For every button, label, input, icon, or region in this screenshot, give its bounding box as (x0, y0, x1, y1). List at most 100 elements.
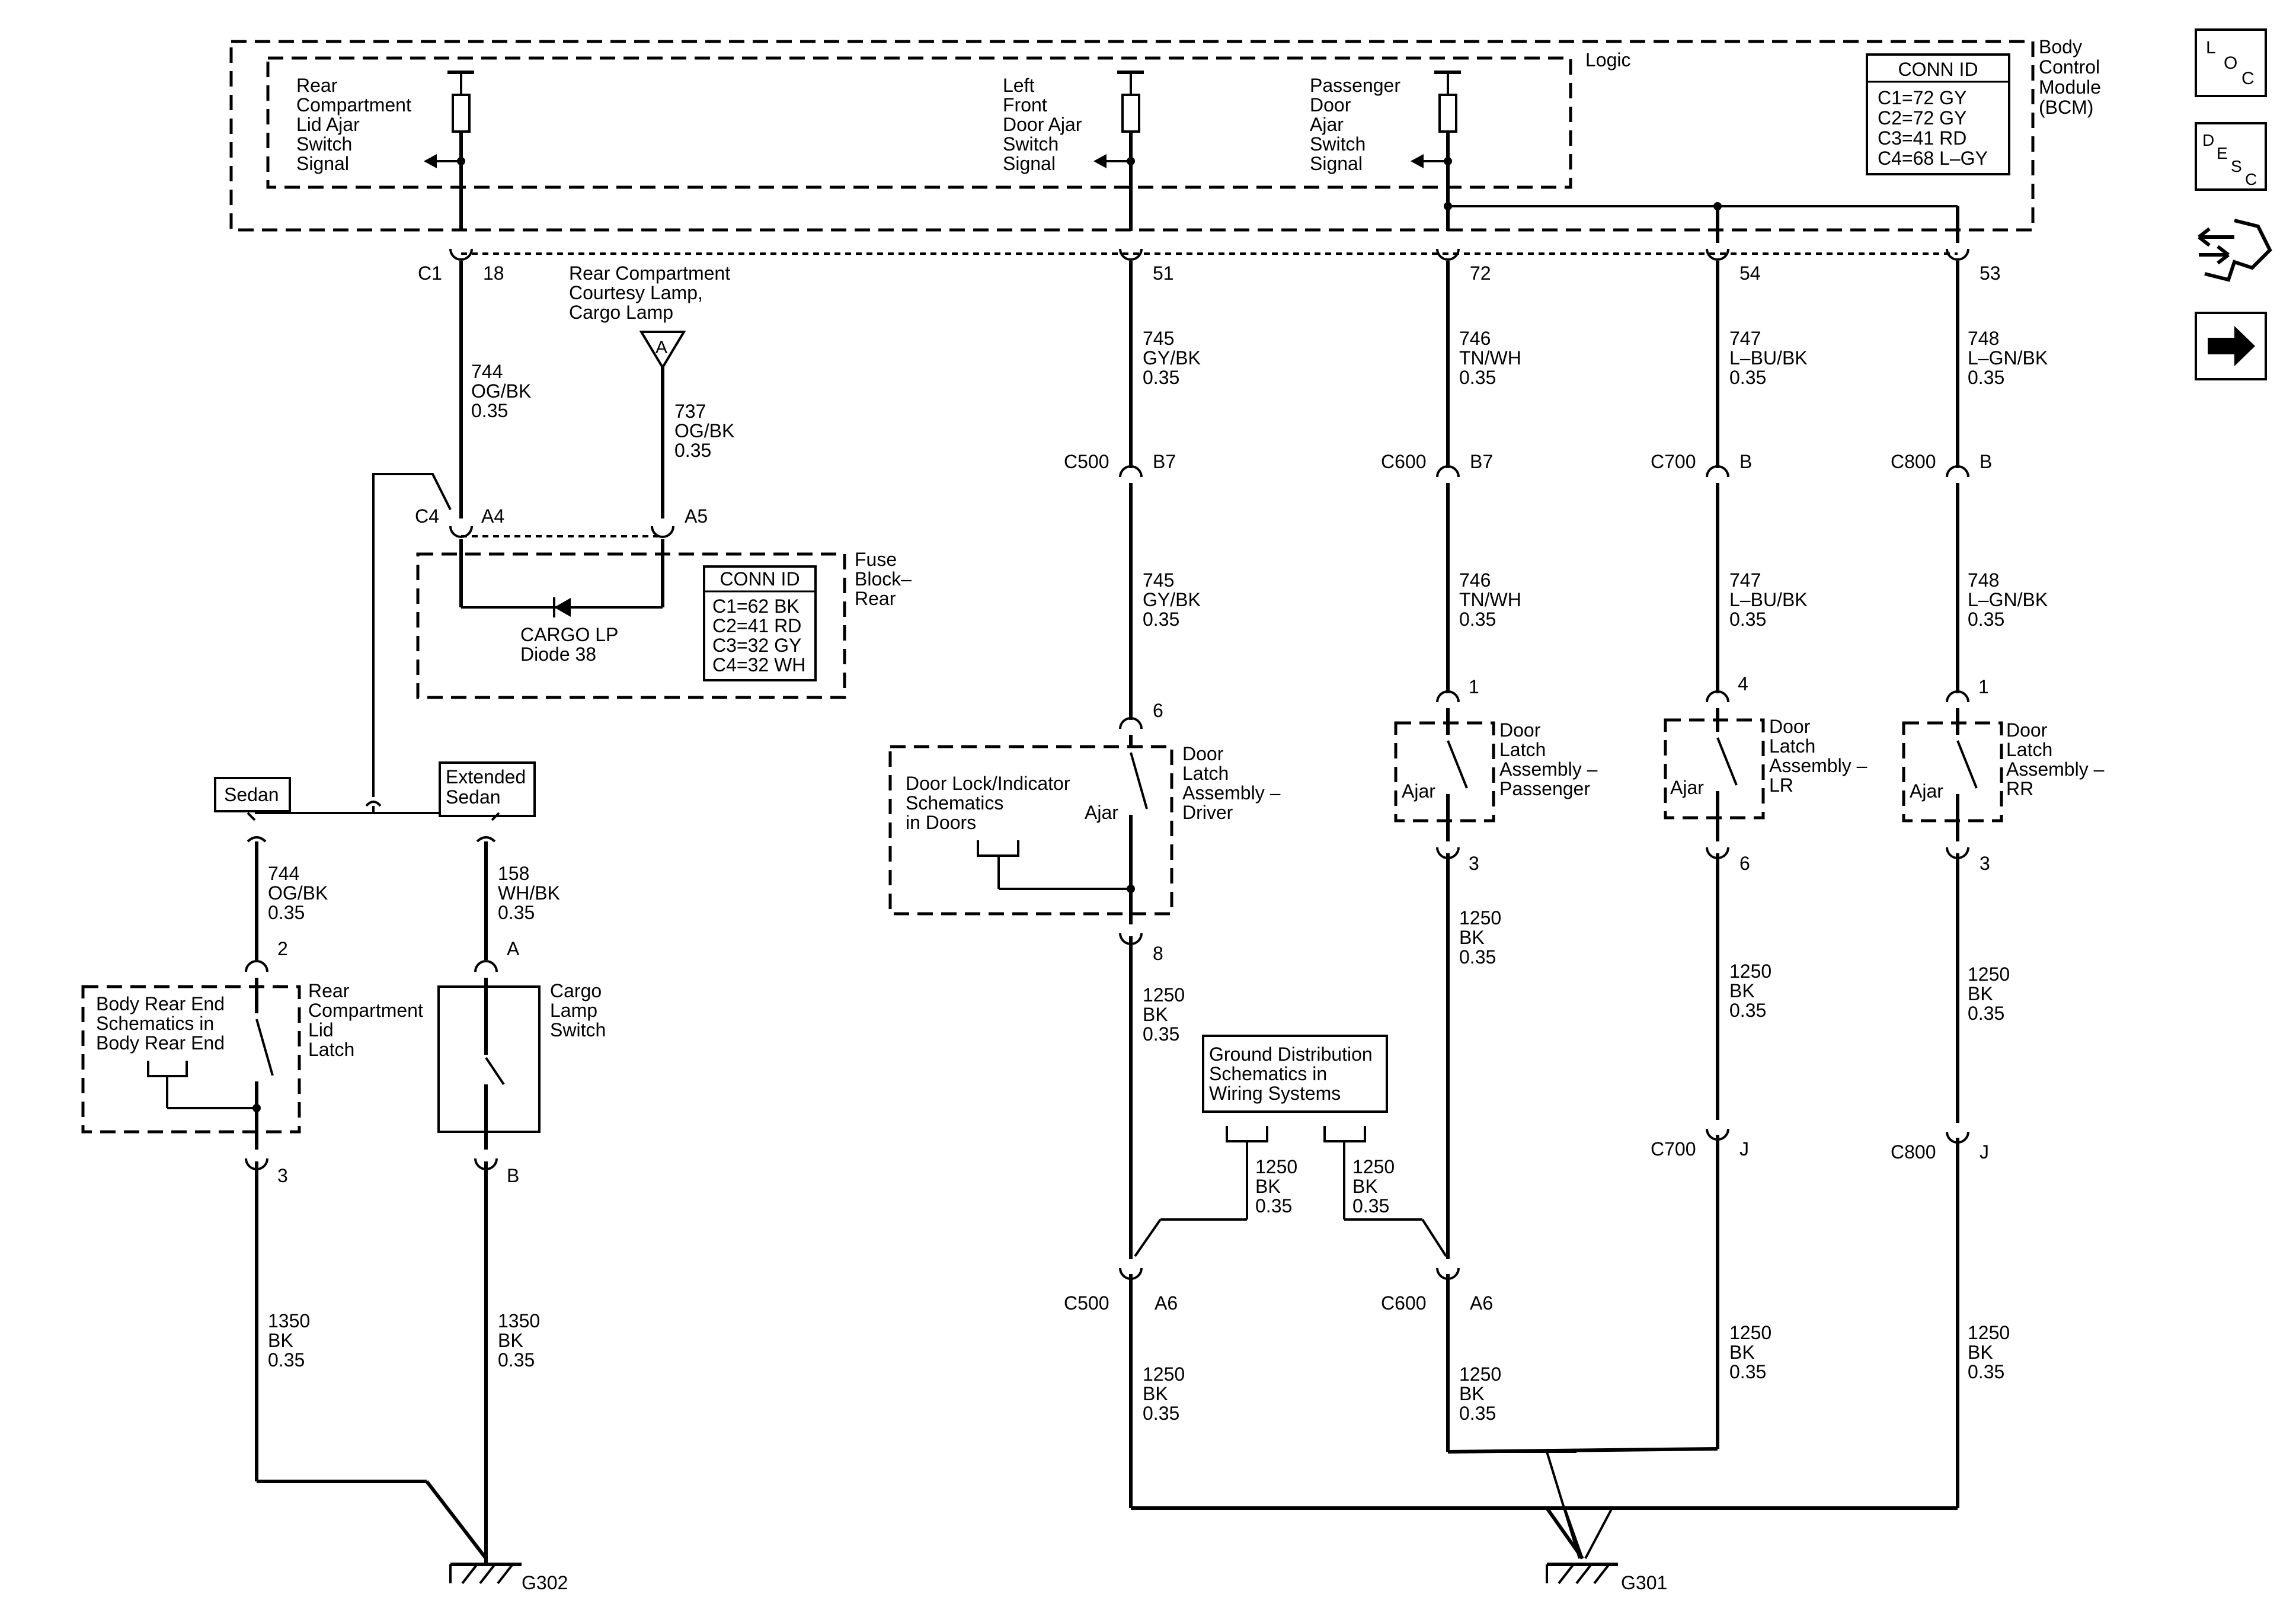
pin-b-c700: B (1739, 451, 1752, 472)
pin-51: 51 (1153, 263, 1174, 284)
wire-1250-lr2: 1250 BK 0.35 (1729, 1322, 1777, 1382)
pin-53: 53 (1980, 263, 2001, 284)
rear-latch-label: Rear Compartment Lid Latch (308, 980, 428, 1060)
c1-label: C1 (418, 263, 442, 284)
wire-1250-c500: 1250 BK 0.35 (1143, 1363, 1190, 1424)
wire-1250-rr: 1250 BK 0.35 (1968, 964, 2015, 1024)
pin-j-c800: J (1980, 1141, 1989, 1163)
c500-b7-label: C500 (1064, 451, 1109, 472)
lamp-label: Rear Compartment Courtesy Lamp, Cargo La… (569, 263, 736, 323)
pin-a4: A4 (481, 505, 504, 527)
c800-b-label: C800 (1891, 451, 1936, 472)
pin-18: 18 (483, 263, 504, 284)
ground-g302: G302 (522, 1572, 568, 1593)
sedan-option (214, 777, 291, 812)
driver-latch-label: Door Latch Assembly – Driver (1182, 743, 1285, 823)
cargo-lp-diode (554, 598, 571, 617)
wire-744-top: 744 OG/BK 0.35 (471, 361, 536, 421)
wire-747-top: 747 L–BU/BK 0.35 (1729, 328, 1813, 388)
passenger-latch-box (1394, 721, 1495, 822)
rear-lid-signal-label: Rear Compartment Lid Ajar Switch Signal (296, 75, 417, 174)
desc-icon[interactable]: D E S C (2195, 122, 2267, 191)
svg-text:C: C (2245, 170, 2257, 188)
c600-a6-label: C600 (1381, 1292, 1427, 1314)
body-rear-end-box (81, 985, 301, 1134)
wire-748-mid: 748 L–GN/BK 0.35 (1968, 569, 2053, 630)
pass-latch-label: Door Latch Assembly – Passenger (1499, 719, 1603, 799)
wire-747-mid: 747 L–BU/BK 0.35 (1729, 569, 1813, 630)
wire-745-top: 745 GY/BK 0.35 (1143, 328, 1206, 388)
ground-g302-symbol (449, 1563, 522, 1585)
c4-label: C4 (415, 505, 439, 527)
passenger-signal-label: Passenger Door Ajar Switch Signal (1310, 75, 1406, 174)
wire-737: 737 OG/BK 0.35 (674, 401, 740, 461)
c700-j-label: C700 (1651, 1138, 1696, 1160)
wire-1250-gd1: 1250 BK 0.35 (1255, 1156, 1303, 1217)
ground-g301-symbol (1546, 1563, 1618, 1585)
driver-latch-box (888, 745, 1173, 916)
ajar-rr: Ajar (1910, 780, 1943, 802)
wire-1250-c600: 1250 BK 0.35 (1459, 1363, 1507, 1424)
bcm-conn-id-title: CONN ID (1898, 59, 1978, 80)
svg-text:O: O (2224, 53, 2237, 73)
svg-text:C: C (2241, 69, 2255, 88)
door-lock-ref: Door Lock/Indicator Schematics in Doors (906, 773, 1075, 833)
body-rear-ref: Body Rear End Schematics in Body Rear En… (96, 993, 230, 1054)
pin-2: 2 (277, 938, 288, 959)
pin-8: 8 (1153, 943, 1163, 964)
rr-latch-label: Door Latch Assembly – RR (2006, 719, 2109, 799)
lamp-reference-triangle (639, 331, 686, 370)
left-front-signal-label: Left Front Door Ajar Switch Signal (1003, 75, 1087, 174)
pin-b: B (507, 1165, 519, 1186)
svg-text:D: D (2202, 131, 2214, 149)
rear-latch-switch (147, 978, 274, 1150)
wire-1250-passenger: 1250 BK 0.35 (1459, 907, 1507, 968)
pin-a: A (507, 938, 520, 959)
sedan-label: Sedan (224, 784, 279, 805)
cargo-lamp-switch (437, 985, 541, 1133)
wire-1250-lr: 1250 BK 0.35 (1729, 961, 1777, 1021)
pin-1-rr: 1 (1978, 676, 1989, 697)
pin-54: 54 (1739, 263, 1761, 284)
pin-4-lr: 4 (1738, 673, 1748, 694)
extended-sedan-option (439, 761, 536, 817)
pin-a6-c600: A6 (1470, 1292, 1493, 1314)
pin-72: 72 (1470, 263, 1491, 284)
connector-icon[interactable] (2198, 219, 2272, 282)
ground-ref-label: Ground Distribution Schematics in Wiring… (1209, 1044, 1378, 1104)
lamp-reference-letter: A (655, 338, 667, 357)
pin-6-driver: 6 (1153, 700, 1163, 721)
ajar-lr: Ajar (1670, 777, 1704, 798)
c500-a6-label: C500 (1064, 1292, 1109, 1314)
pin-3-rr: 3 (1980, 853, 1990, 874)
bcm-conn-id-list: C1=72 GY C2=72 GY C3=41 RD C4=68 L–GY (1878, 87, 1988, 169)
wire-1350-a: 1350 BK 0.35 (268, 1310, 315, 1371)
wire-158: 158 WH/BK 0.35 (498, 863, 565, 923)
logic-label: Logic (1585, 49, 1631, 71)
wire-746-mid: 746 TN/WH 0.35 (1459, 569, 1527, 630)
next-arrow-icon[interactable] (2195, 312, 2267, 380)
wire-748-top: 748 L–GN/BK 0.35 (1968, 328, 2053, 388)
wire-1350-b: 1350 BK 0.35 (498, 1310, 545, 1371)
fuse-block-rear (416, 552, 846, 699)
loc-icon[interactable]: L O C (2195, 28, 2267, 97)
wire-745-mid: 745 GY/BK 0.35 (1143, 569, 1206, 630)
svg-text:L: L (2206, 38, 2216, 57)
fuse-conn-id-table (703, 565, 817, 681)
wire-1250-gd2: 1250 BK 0.35 (1352, 1156, 1400, 1217)
svg-text:S: S (2231, 157, 2242, 175)
lr-latch-box (1664, 718, 1765, 820)
pin-6-lr: 6 (1739, 853, 1750, 874)
pin-1-passenger: 1 (1469, 676, 1479, 697)
lr-latch-label: Door Latch Assembly – LR (1769, 716, 1872, 796)
pin-a6-c500: A6 (1155, 1292, 1178, 1314)
c600-b7-label: C600 (1381, 451, 1427, 472)
svg-text:E: E (2217, 144, 2228, 162)
wire-746-top: 746 TN/WH 0.35 (1459, 328, 1527, 388)
ajar-passenger: Ajar (1402, 780, 1435, 802)
bcm-name: Body Control Module (BCM) (2039, 36, 2106, 118)
pin-b7-c600: B7 (1470, 451, 1493, 472)
diode-label: CARGO LP Diode 38 (520, 624, 623, 665)
fuse-conn-id-title: CONN ID (720, 568, 800, 590)
pin-j-c700: J (1739, 1138, 1749, 1160)
